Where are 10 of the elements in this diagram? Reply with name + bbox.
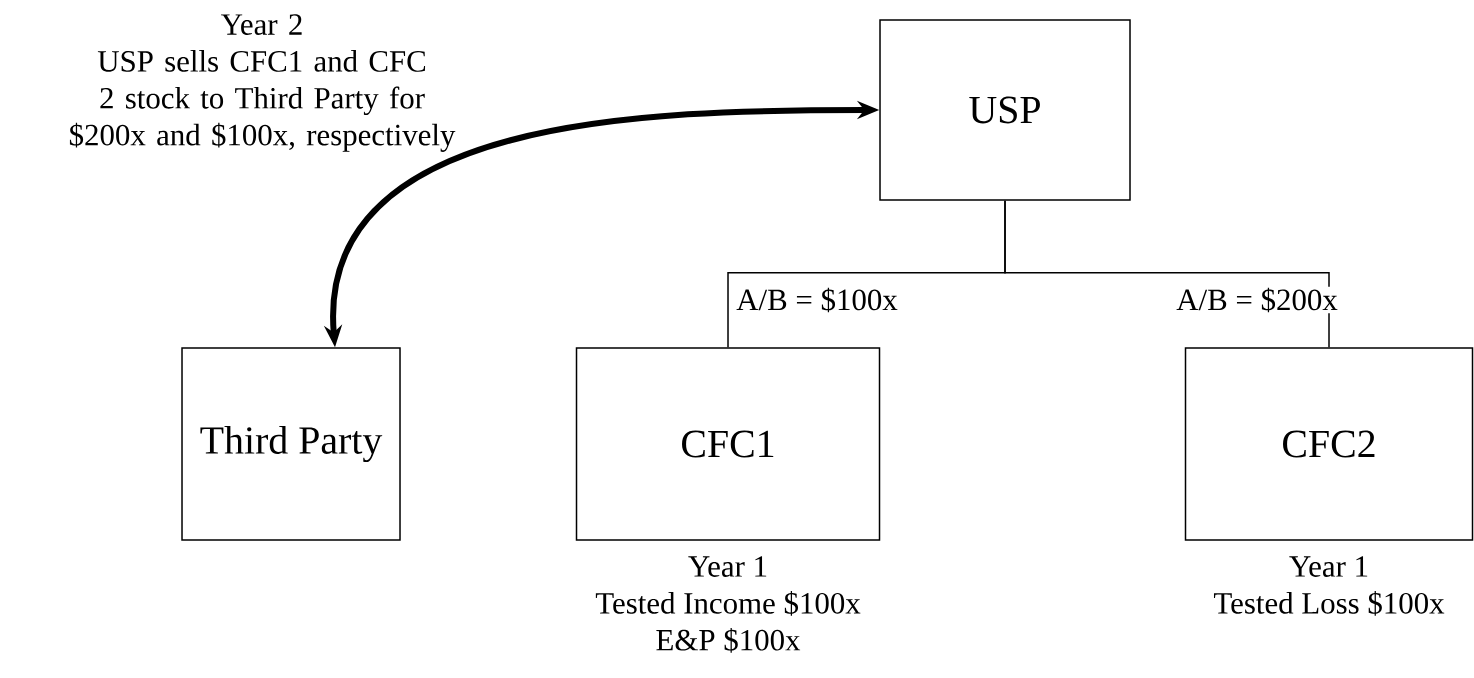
edge-label: A/B = $200x bbox=[1175, 286, 1339, 314]
connector bbox=[1004, 200, 1330, 348]
note-text: Year 2 USP sells CFC1 and CFC 2 stock to Third Party for $200x and $100x, respectively bbox=[69, 14, 456, 152]
edge-label: A/B = $100x bbox=[735, 286, 899, 314]
entity-box: CFC2 bbox=[1184, 347, 1474, 541]
note-text: Year 1 Tested Income $100x E&P $100x bbox=[595, 556, 861, 653]
entity-box: Third Party bbox=[181, 347, 401, 541]
entity-box: CFC1 bbox=[575, 347, 881, 541]
entity-box: USP bbox=[879, 19, 1131, 201]
note-text: Year 1 Tested Loss $100x bbox=[1214, 556, 1445, 616]
